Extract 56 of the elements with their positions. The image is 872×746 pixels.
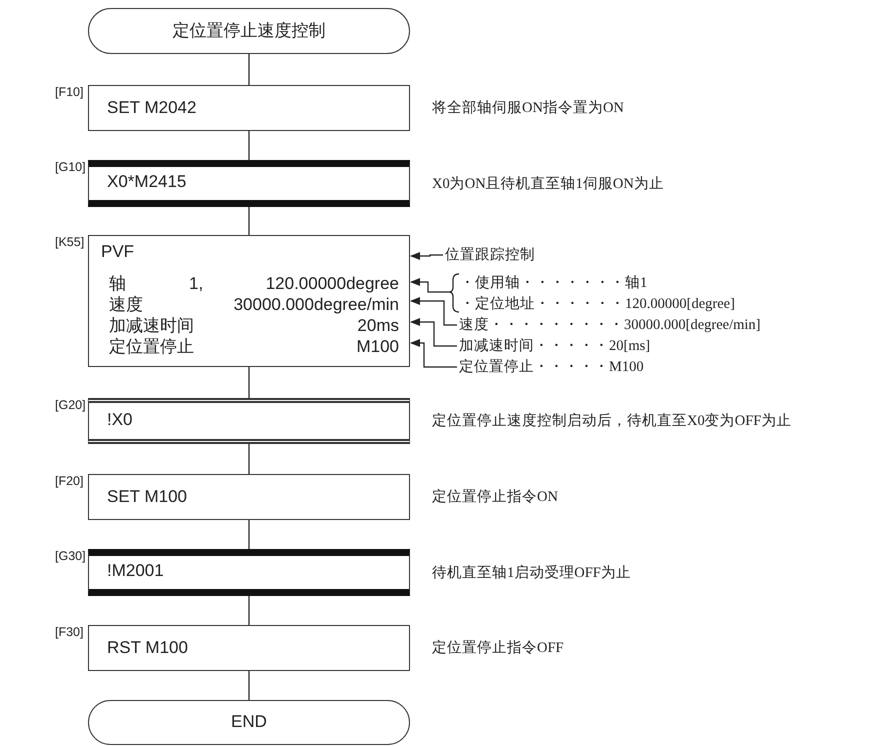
process-box xyxy=(88,625,410,671)
box-text: 120.00000degree xyxy=(266,274,399,294)
comment-text: 将全部轴伺服ON指令置为ON xyxy=(432,98,624,118)
box-text: SET M2042 xyxy=(107,98,196,118)
connector-line xyxy=(248,131,250,160)
step-label: [F20] xyxy=(55,473,84,489)
box-text: 定位置停止 xyxy=(109,337,194,357)
leader-line xyxy=(410,252,443,260)
comment-text: 定位置停止指令OFF xyxy=(432,638,564,658)
leader-line xyxy=(410,339,457,368)
leader-line xyxy=(410,318,457,347)
annotation-text: 位置跟踪控制 xyxy=(445,245,535,265)
terminal-box xyxy=(88,8,410,54)
box-text: !M2001 xyxy=(107,561,164,581)
box-text: 1, xyxy=(189,274,204,294)
box-text: 20ms xyxy=(357,316,399,336)
step-label: [G30] xyxy=(55,548,86,564)
step-label: [G20] xyxy=(55,397,86,413)
comment-text: 待机直至轴1启动受理OFF为止 xyxy=(432,564,631,582)
connector-line xyxy=(248,444,250,474)
wait-box xyxy=(88,398,410,444)
box-text: SET M100 xyxy=(107,486,188,506)
connector-line xyxy=(248,596,250,625)
connector-line xyxy=(248,207,250,235)
box-text: 轴 xyxy=(109,274,126,294)
leader-line xyxy=(410,297,457,326)
step-label: [F10] xyxy=(55,84,84,100)
box-text: PVF xyxy=(101,242,134,262)
wait-box xyxy=(88,160,410,207)
leader-line xyxy=(410,273,460,313)
process-box xyxy=(88,85,410,131)
connector-line xyxy=(248,520,250,549)
box-text: 加减速时间 xyxy=(109,316,194,336)
box-text: RST M100 xyxy=(107,638,188,658)
step-label: [K55] xyxy=(55,234,84,250)
process-box xyxy=(88,474,410,520)
terminal-box xyxy=(88,700,410,745)
box-text: 定位置停止速度控制 xyxy=(172,20,326,40)
box-text: X0*M2415 xyxy=(107,172,186,192)
instruction-box xyxy=(88,235,410,367)
annotation-text: 定位置停止・・・・・M100 xyxy=(459,357,644,377)
comment-text: 定位置停止速度控制启动后，待机直至X0变为OFF为止 xyxy=(432,412,792,431)
connector-line xyxy=(248,54,250,85)
comment-text: 定位置停止指令ON xyxy=(432,488,558,507)
connector-line xyxy=(248,671,250,700)
box-text: 30000.000degree/min xyxy=(234,295,399,315)
box-text: END xyxy=(230,712,268,732)
box-text: !X0 xyxy=(107,410,133,430)
box-text: M100 xyxy=(356,337,399,357)
wait-box xyxy=(88,549,410,596)
step-label: [G10] xyxy=(55,159,86,175)
box-text: 速度 xyxy=(109,295,143,315)
connector-line xyxy=(248,367,250,398)
annotation-text: ・使用轴・・・・・・・轴1 xyxy=(460,273,648,293)
comment-text: X0为ON且待机直至轴1伺服ON为止 xyxy=(432,174,664,194)
step-label: [F30] xyxy=(55,624,84,640)
